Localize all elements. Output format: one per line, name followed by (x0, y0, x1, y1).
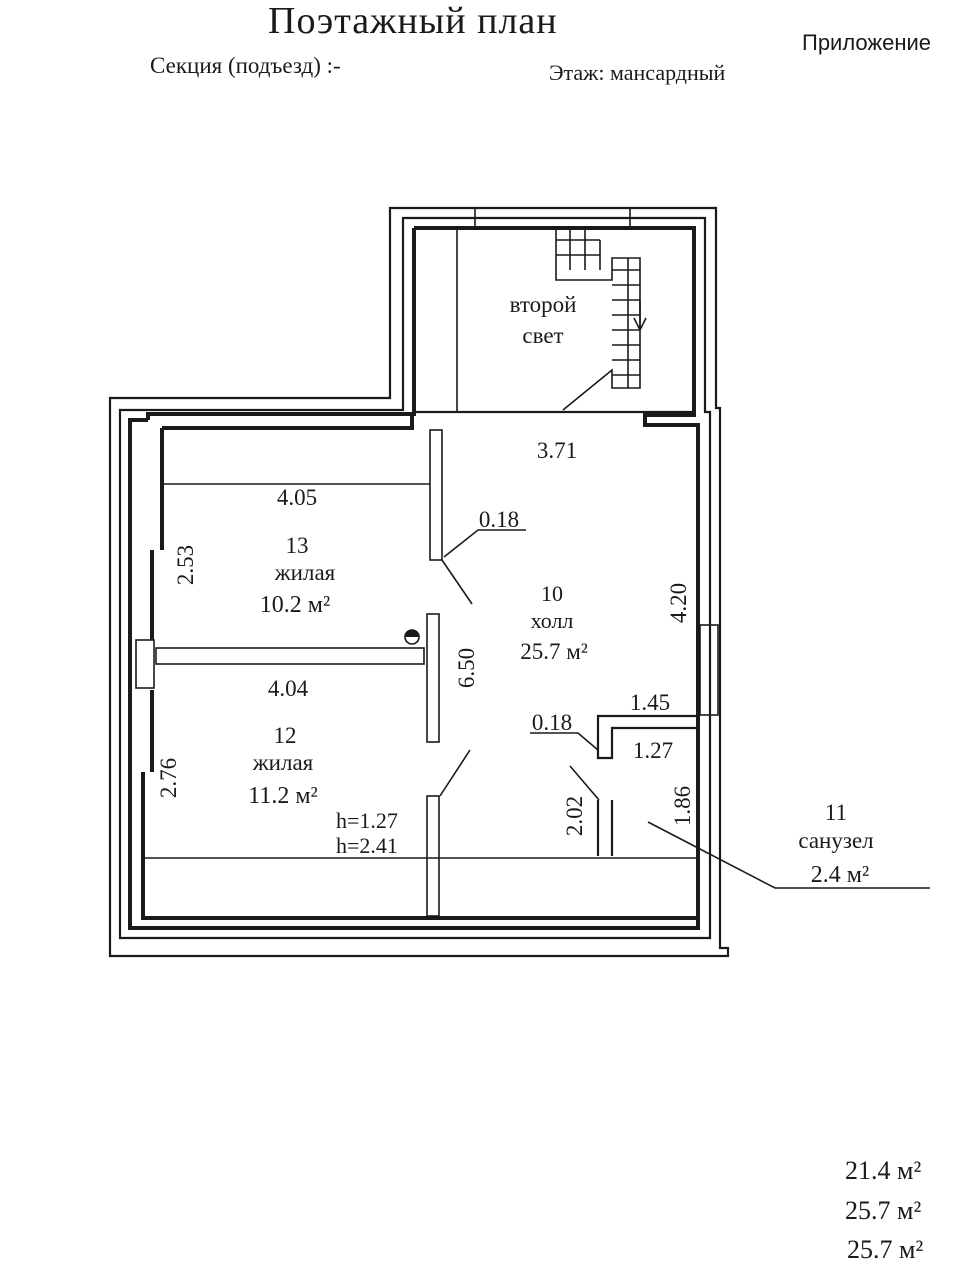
door-13 (441, 559, 473, 605)
door-11 (569, 765, 600, 801)
partition-vertical-middle (426, 613, 440, 743)
dim-room13-width: 4.05 (277, 485, 317, 510)
bathroom-number: 11 (825, 800, 847, 825)
leader-bathroom (647, 821, 930, 889)
dim-door-bottom: 0.18 (532, 710, 572, 735)
dim-bath-outer: 1.45 (630, 690, 670, 715)
room12-name: жилая (252, 750, 314, 775)
dim-bath-inner: 1.27 (633, 738, 673, 763)
inner-wall-inset (141, 414, 698, 920)
hall-area: 25.7 м² (520, 639, 588, 664)
partition-13-12 (155, 647, 425, 665)
section-label: Секция (подъезд) :- (150, 53, 341, 78)
dim-bath-right: 1.86 (670, 786, 695, 826)
dim-hall-right: 4.20 (666, 583, 691, 623)
room12-number: 12 (274, 723, 297, 748)
room13-number: 13 (286, 533, 309, 558)
stairs (555, 228, 641, 411)
middle-wall (118, 216, 712, 940)
window-left (135, 639, 155, 689)
plan-title: Поэтажный план (268, 0, 558, 42)
partition-vertical-upper (429, 429, 443, 561)
hall-name: холл (531, 608, 574, 633)
outer-wall (108, 206, 730, 958)
dim-hall-top: 3.71 (537, 438, 577, 463)
floor-label: Этаж: мансардный (549, 60, 726, 85)
bathroom-walls (596, 714, 698, 856)
room12-area: 11.2 м² (248, 783, 318, 809)
total-area-2: 25.7 м² (845, 1196, 922, 1225)
chimney-icon-fill (405, 630, 419, 637)
inner-wall (128, 226, 700, 930)
room13-name: жилая (274, 560, 336, 585)
dim-room13-height: 2.53 (173, 545, 198, 585)
light-well-line2: свет (522, 323, 563, 348)
leader-door-bottom (530, 732, 599, 751)
total-area-1: 21.4 м² (845, 1156, 922, 1185)
dim-room12-height: 2.76 (156, 758, 181, 798)
leader-door-top (443, 529, 526, 558)
dim-slope-h1: h=1.27 (336, 808, 398, 833)
dim-bath-left: 2.02 (562, 796, 587, 836)
appendix-label: Приложение (802, 30, 932, 55)
dim-hall-length: 6.50 (454, 648, 479, 688)
bathroom-area: 2.4 м² (811, 862, 869, 888)
bathroom-name: санузел (798, 828, 873, 853)
dim-slope-h2: h=2.41 (336, 833, 398, 858)
room13-area: 10.2 м² (260, 592, 330, 618)
stairs-arrow (633, 300, 647, 332)
window-right (699, 624, 719, 716)
door-12 (439, 749, 471, 797)
dim-room12-width: 4.04 (268, 676, 309, 701)
light-well-line1: второй (510, 292, 577, 317)
partition-vertical-lower (426, 795, 440, 917)
dim-door-top: 0.18 (479, 507, 519, 532)
total-area-3: 25.7 м² (847, 1235, 924, 1264)
hall-number: 10 (541, 581, 563, 606)
